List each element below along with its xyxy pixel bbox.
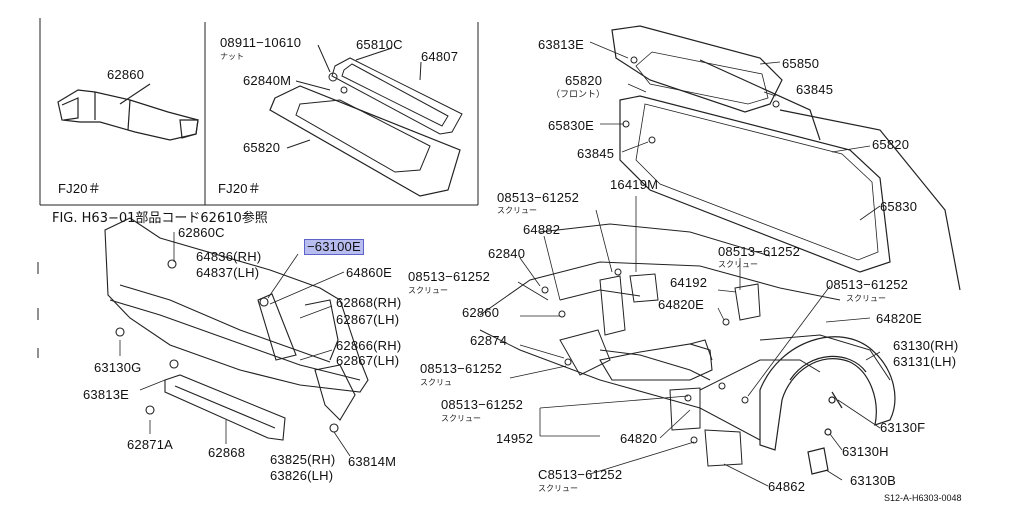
figure-reference-note: FIG. H63−01部品コード62610参照 <box>52 211 268 226</box>
part-label-63130g: 63130G <box>94 360 142 375</box>
fender-liner <box>759 336 896 475</box>
part-label-64820e-b: 64820E <box>876 311 923 326</box>
part-label-08513-c: 08513−61252 <box>826 277 909 292</box>
part-label-63825: 63825(RH) <box>270 452 336 467</box>
part-label-62871a: 62871A <box>127 437 174 452</box>
nut-note: ナット <box>220 52 244 61</box>
engine-code-left: FJ20＃ <box>58 181 101 196</box>
part-label-64820: 64820 <box>620 431 658 446</box>
part-label-62840: 62840 <box>488 246 526 261</box>
figure-reference-code: S12-A-H6303-0048 <box>884 493 962 503</box>
part-label-63131-lh: 63131(LH) <box>893 354 957 369</box>
part-label-65820-hood: 65820 <box>872 137 910 152</box>
part-label-62868-rh: 62868(RH) <box>336 295 402 310</box>
part-label-65810c: 65810C <box>356 37 403 52</box>
part-label-63845-a: 63845 <box>796 82 834 97</box>
latch-parts <box>541 56 780 467</box>
part-label-64836: 64836(RH) <box>196 249 262 264</box>
part-label-08513-f: 08513−61252 <box>441 397 524 412</box>
part-label-62867-lh-a: 62867(LH) <box>336 312 400 327</box>
part-label-65830e: 65830E <box>548 118 595 133</box>
part-label-c8513-g: C8513−61252 <box>538 467 623 482</box>
screw-note-b: スクリュー <box>408 286 448 295</box>
part-label-63845-b: 63845 <box>577 146 615 161</box>
part-label-64820e-a: 64820E <box>658 297 705 312</box>
part-label-62860-inset: 62860 <box>107 67 145 82</box>
front-note: （フロント） <box>551 90 606 100</box>
front-panel-group <box>104 217 369 441</box>
part-label-63814m: 63814M <box>348 454 397 469</box>
part-label-65830: 65830 <box>880 199 918 214</box>
part-label-64882: 64882 <box>523 222 561 237</box>
part-label-62867-lh-b: 62867(LH) <box>336 353 400 368</box>
leader-lines <box>119 41 881 487</box>
inset-frames <box>39 18 479 206</box>
hood-group <box>611 25 961 291</box>
screw-note-g: スクリュー <box>538 484 578 493</box>
part-label-63130h: 63130H <box>842 444 889 459</box>
screw-note-d: スクリュー <box>718 260 758 269</box>
screw-note-e: スクリュ <box>420 378 452 387</box>
part-label-63130-rh: 63130(RH) <box>893 338 959 353</box>
engine-code-mid: FJ20＃ <box>218 181 261 196</box>
part-label-63813e-low: 63813E <box>83 387 130 402</box>
part-label-64837: 64837(LH) <box>196 265 260 280</box>
part-label-63130b: 63130B <box>850 473 897 488</box>
part-label-08513-d: 08513−61252 <box>718 244 801 259</box>
part-label-62860c: 62860C <box>178 225 225 240</box>
screw-note-c: スクリュー <box>846 294 886 303</box>
highlighted-part-63100e[interactable]: −63100E <box>304 239 364 255</box>
part-label-08911: 08911−10610 <box>220 35 302 50</box>
part-label-63826: 63826(LH) <box>270 468 334 483</box>
part-label-08513-b: 08513−61252 <box>408 269 491 284</box>
part-label-16419m: 16419M <box>610 177 659 192</box>
screw-note-f: スクリュー <box>441 414 481 423</box>
part-label-64860e: 64860E <box>346 265 393 280</box>
part-label-65850: 65850 <box>782 56 820 71</box>
duct-62860-inset <box>57 83 199 141</box>
duct-62860-main <box>599 339 713 381</box>
part-label-64807: 64807 <box>421 49 459 64</box>
part-label-62866-rh: 62866(RH) <box>336 338 402 353</box>
part-label-62868-low: 62868 <box>208 445 246 460</box>
part-label-65820-top: 65820 <box>565 73 603 88</box>
part-label-64862: 64862 <box>768 479 806 494</box>
insulator-inset <box>269 44 463 197</box>
part-label-63130f: 63130F <box>880 420 926 435</box>
part-label-08513-e: 08513−61252 <box>420 361 503 376</box>
part-label-14952: 14952 <box>496 431 534 446</box>
part-label-65820-inset: 65820 <box>243 140 281 155</box>
screw-note-a: スクリュー <box>497 206 537 215</box>
part-label-62840m: 62840M <box>243 73 292 88</box>
part-label-64192: 64192 <box>670 275 708 290</box>
part-label-62860-main: 62860 <box>462 305 500 320</box>
part-label-63813e-top: 63813E <box>538 37 585 52</box>
part-label-62874: 62874 <box>470 333 508 348</box>
part-label-08513-a: 08513−61252 <box>497 190 580 205</box>
